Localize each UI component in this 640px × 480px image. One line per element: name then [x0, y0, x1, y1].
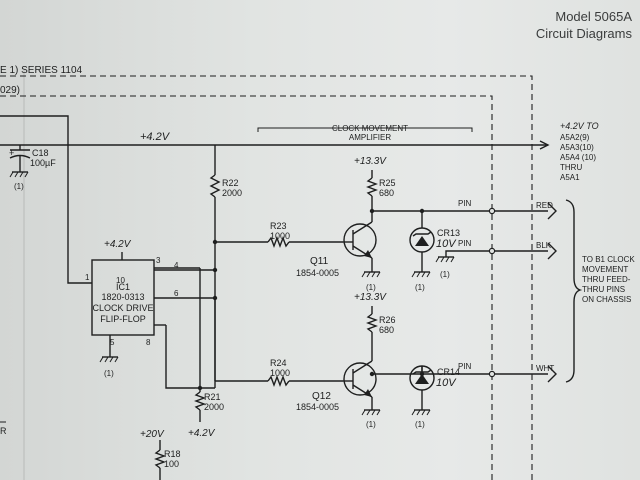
- q12-ref: Q12: [312, 391, 331, 402]
- wire-color-red: RED: [536, 201, 553, 210]
- ic1-pin8: 8: [146, 338, 151, 347]
- note-line4: THRU PINS: [582, 285, 625, 294]
- cr13-value: 10V: [436, 238, 457, 250]
- cr13-ground: (1): [415, 283, 425, 292]
- r22-ref: R22: [222, 178, 239, 188]
- ic1-part: 1820-0313: [101, 292, 144, 302]
- ic-pin8-wire: [165, 325, 215, 389]
- r26-value: 680: [379, 325, 394, 335]
- wire-color-blk: BLK: [536, 241, 552, 250]
- r23-value: 1000: [270, 231, 290, 241]
- amplifier-bracket: [257, 127, 473, 132]
- c18-value: 100µF: [30, 158, 56, 168]
- note-line2: MOVEMENT: [582, 265, 628, 274]
- ic1-pin10: 10: [116, 276, 125, 285]
- cr14-ground: (1): [415, 420, 425, 429]
- ic1-flip-flop: [91, 252, 218, 388]
- ic1-pin1: 1: [85, 273, 90, 282]
- q11-supply: +13.3V: [354, 156, 387, 167]
- destination-label: +4.2V TO A5A2(9) A5A3(10) A5A4 (10) THRU…: [560, 121, 599, 182]
- dest-line1: +4.2V TO: [560, 121, 599, 131]
- q11-ground: (1): [366, 283, 376, 292]
- q11-part: 1854-0005: [296, 268, 339, 278]
- transistor-q11: [343, 207, 381, 278]
- zener-cr14: [409, 365, 435, 416]
- ic1-ground: (1): [104, 369, 114, 378]
- amplifier-label-line1: CLOCK MOVEMENT: [332, 124, 408, 133]
- resistor-r22: [209, 145, 221, 242]
- r21-ref: R21: [204, 392, 221, 402]
- cr14-value: 10V: [436, 377, 457, 389]
- q12-part: 1854-0005: [296, 402, 339, 412]
- red-line: [369, 202, 557, 220]
- note-line3: THRU FEED-: [582, 275, 631, 284]
- q12-base-wire: [214, 298, 343, 387]
- dest-line5: THRU: [560, 163, 582, 172]
- r24-ref: R24: [270, 358, 287, 368]
- c18-ref: C18: [32, 148, 49, 158]
- left-cut-label: R: [0, 426, 7, 436]
- pin-label-red: PIN: [458, 199, 472, 208]
- ic1-supply: +4.2V: [104, 239, 132, 250]
- ic1-pin5: 5: [110, 338, 115, 347]
- transistor-q12: [343, 346, 381, 416]
- ic1-line1: CLOCK DRIVE: [92, 303, 153, 313]
- note-line1: TO B1 CLOCK: [582, 255, 635, 264]
- r18-supply: +20V: [140, 429, 165, 440]
- r21-supply: +4.2V: [188, 428, 216, 439]
- r18-value: 100: [164, 459, 179, 469]
- ic1-pin4: 4: [174, 261, 179, 270]
- cr13-ref: CR13: [437, 228, 460, 238]
- r25-value: 680: [379, 188, 394, 198]
- cr14-ref: CR14: [437, 367, 460, 377]
- ic1-line2: FLIP-FLOP: [100, 314, 146, 324]
- r23-ref: R23: [270, 221, 287, 231]
- assembly-ref: 029): [0, 85, 20, 96]
- zener-cr13: [409, 211, 435, 278]
- r24-value: 1000: [270, 368, 290, 378]
- ic1-ref: IC1: [116, 282, 130, 292]
- r18-ref: R18: [164, 449, 181, 459]
- wire-color-wht: WHT: [536, 364, 554, 373]
- q12-ground: (1): [366, 420, 376, 429]
- resistor-r21: [194, 388, 206, 422]
- q12-supply: +13.3V: [354, 292, 387, 303]
- model-label: Model 5065A: [555, 9, 632, 24]
- pin-label-blk: PIN: [458, 239, 472, 248]
- c18-ground: (1): [14, 182, 24, 191]
- r21-value: 2000: [204, 402, 224, 412]
- section-title: Circuit Diagrams: [535, 26, 632, 41]
- dest-line3: A5A3(10): [560, 143, 594, 152]
- resistor-r25: [366, 170, 378, 207]
- r25-ref: R25: [379, 178, 396, 188]
- ic1-pin6: 6: [174, 289, 179, 298]
- assembly-boundary: [0, 75, 533, 480]
- r26-ref: R26: [379, 315, 396, 325]
- dest-line4: A5A4 (10): [560, 153, 596, 162]
- note-bracket: [565, 199, 583, 383]
- q11-ref: Q11: [310, 256, 329, 267]
- svg-text:+: +: [9, 148, 14, 158]
- top-bus-arrow: [539, 140, 550, 150]
- capacitor-c18: +: [9, 145, 31, 178]
- blk-line: [435, 242, 557, 263]
- amplifier-label-line2: AMPLIFIER: [349, 133, 391, 142]
- r22-value: 2000: [222, 188, 242, 198]
- top-bus-voltage: +4.2V: [140, 131, 171, 143]
- assembly-label: E 1) SERIES 1104: [0, 65, 83, 76]
- pin-label-wht: PIN: [458, 362, 472, 371]
- dest-line2: A5A2(9): [560, 133, 590, 142]
- resistor-r26: [366, 306, 378, 346]
- page-header: Model 5065A Circuit Diagrams: [536, 8, 632, 42]
- resistor-r18: [154, 440, 166, 480]
- dest-line6: A5A1: [560, 173, 580, 182]
- destination-note: TO B1 CLOCK MOVEMENT THRU FEED- THRU PIN…: [582, 255, 635, 304]
- note-line5: ON CHASSIS: [582, 295, 631, 304]
- blk-ground: (1): [440, 270, 450, 279]
- ic1-pin3: 3: [156, 256, 161, 265]
- ic-input-wire: [0, 115, 92, 284]
